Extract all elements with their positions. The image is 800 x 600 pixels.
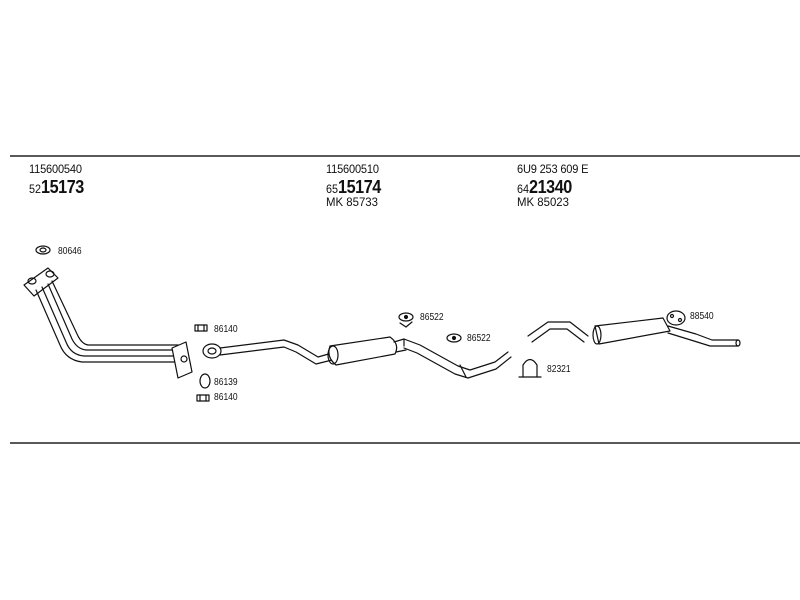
middle-pipe-silencer bbox=[219, 336, 407, 366]
gasket-80646-icon bbox=[35, 245, 51, 255]
oem-number-2: 115600510 bbox=[326, 162, 379, 176]
ref-label-86140: 86140 bbox=[214, 324, 238, 335]
ref-label-86522b: 86522 bbox=[467, 333, 491, 344]
clamp-86522b-icon bbox=[446, 333, 462, 343]
rubber-mount-88540-icon bbox=[666, 310, 686, 326]
intermediate-pipe bbox=[403, 338, 512, 379]
gasket-86140b-icon bbox=[196, 394, 210, 402]
part-main-2: 15174 bbox=[338, 177, 381, 197]
oem-number-3: 6U9 253 609 E bbox=[517, 162, 589, 176]
part-main-1: 15173 bbox=[41, 177, 84, 197]
rear-silencer bbox=[527, 317, 741, 347]
ref-label-86522: 86522 bbox=[420, 312, 444, 323]
part-prefix-2: 65 bbox=[326, 182, 339, 196]
part-prefix-3: 64 bbox=[517, 182, 530, 196]
ring-86139-icon bbox=[199, 373, 211, 389]
mk-number-3: MK 85023 bbox=[517, 195, 569, 209]
ref-label-86139: 86139 bbox=[214, 377, 238, 388]
ref-label-80646: 80646 bbox=[58, 246, 82, 257]
clamp-82321-icon bbox=[518, 358, 542, 378]
front-downpipe bbox=[23, 267, 193, 379]
mk-number-2: MK 85733 bbox=[326, 195, 378, 209]
part-main-3: 21340 bbox=[529, 177, 572, 197]
ref-label-82321: 82321 bbox=[547, 364, 571, 375]
part-prefix-1: 52 bbox=[29, 182, 42, 196]
gasket-86140-icon bbox=[194, 324, 208, 332]
part-number-1: 5215173 bbox=[29, 178, 84, 196]
ref-label-86140b: 86140 bbox=[214, 392, 238, 403]
part-number-2: 6515174 bbox=[326, 178, 381, 196]
part-number-3: 6421340 bbox=[517, 178, 572, 196]
oem-number-1: 115600540 bbox=[29, 162, 82, 176]
ref-label-88540: 88540 bbox=[690, 311, 714, 322]
clamp-86522-icon bbox=[398, 312, 414, 328]
flange-ring-icon bbox=[202, 343, 222, 359]
